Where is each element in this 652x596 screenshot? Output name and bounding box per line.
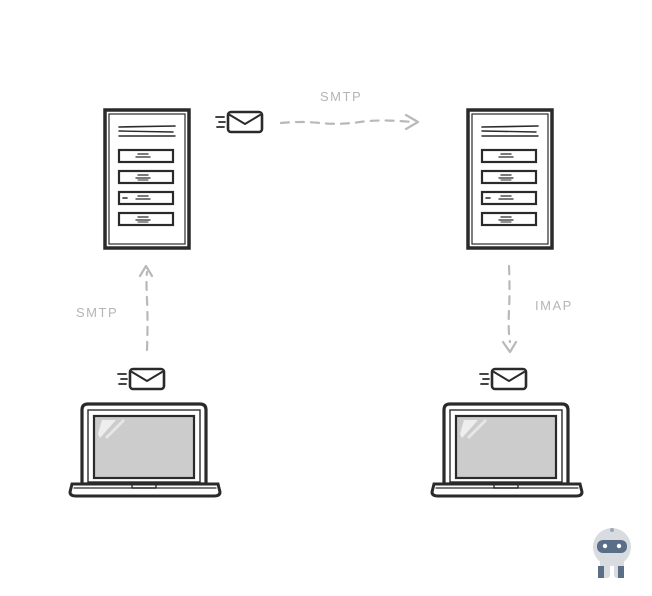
recipient-laptop-icon	[430, 402, 584, 498]
envelope-icon-left	[116, 367, 166, 391]
imap-label-right: IMAP	[535, 298, 573, 313]
envelope-icon-top	[214, 110, 264, 134]
smtp-arrow-top	[279, 113, 420, 131]
smtp-label-left: SMTP	[76, 305, 118, 320]
smtp-label-top: SMTP	[320, 89, 362, 104]
sender-mail-server-icon	[103, 108, 191, 250]
imap-arrow-right	[501, 264, 518, 354]
smtp-arrow-left	[138, 264, 154, 352]
sender-laptop-icon	[68, 402, 222, 498]
robot-mascot-icon	[593, 528, 631, 578]
recipient-mail-server-icon	[466, 108, 554, 250]
envelope-icon-right	[478, 367, 528, 391]
